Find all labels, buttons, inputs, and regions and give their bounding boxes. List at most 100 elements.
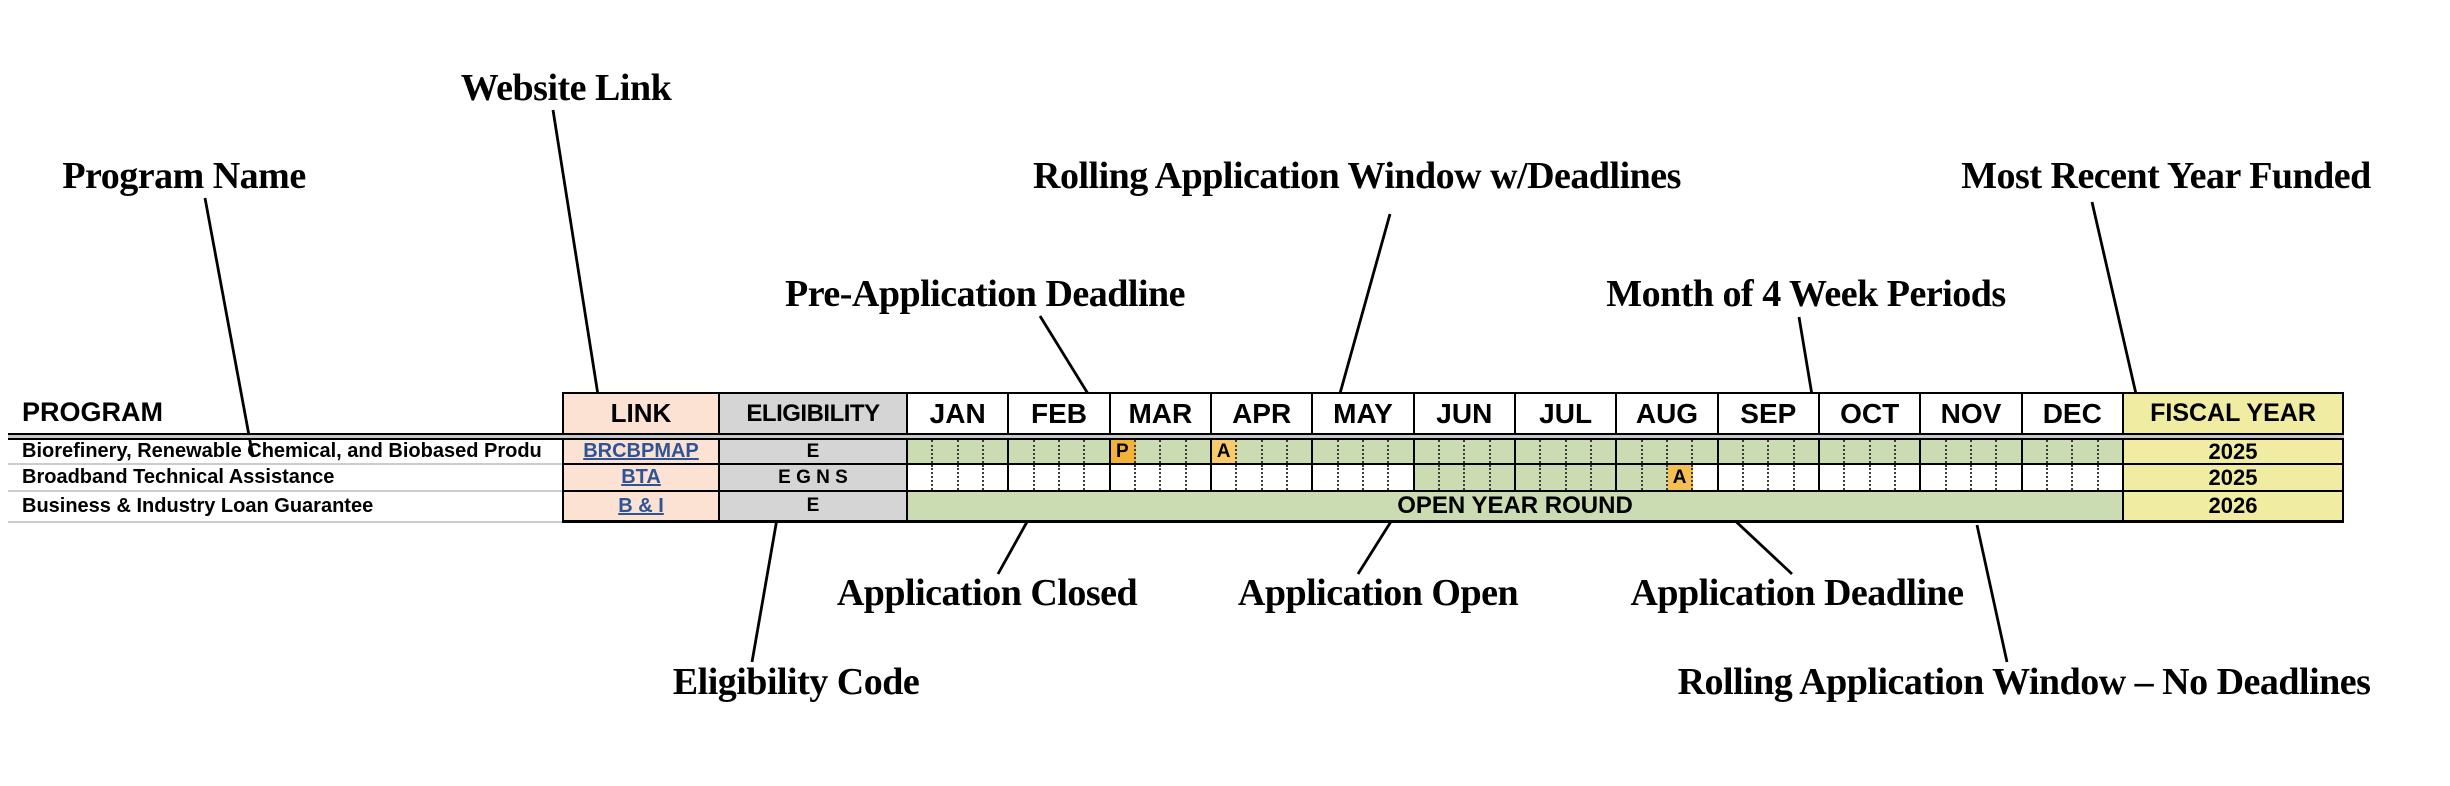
month-cell-oct (1819, 440, 1922, 463)
week-closed (908, 465, 934, 490)
week-open (1161, 440, 1187, 463)
month-cell-mar: P (1110, 440, 1212, 463)
week-closed (1313, 465, 1339, 490)
week-open (1566, 465, 1592, 490)
week-closed (2098, 465, 2122, 490)
week-open (1591, 465, 1616, 490)
week-open (1642, 465, 1668, 490)
week-open (1414, 465, 1440, 490)
eligibility-cell: E (720, 492, 908, 523)
week-closed (1997, 465, 2021, 490)
month-cell-sep (1718, 465, 1820, 490)
week-closed (2022, 465, 2048, 490)
label-eligibility-code: Eligibility Code (672, 661, 920, 703)
week-open (933, 440, 959, 463)
week-open (1541, 440, 1567, 463)
website-link-cell: BRCBPMAP (562, 440, 720, 465)
week-closed (2047, 465, 2074, 490)
month-cell-mar (1110, 465, 1212, 490)
month-cell-may (1313, 465, 1415, 490)
week-closed (1845, 465, 1871, 490)
label-program-name: Program Name (62, 155, 306, 197)
program-link[interactable]: B & I (618, 494, 664, 517)
week-open (2047, 440, 2074, 463)
marker-application-deadline: A (1667, 465, 1694, 490)
program-name-cell: Business & Industry Loan Guarantee (8, 492, 562, 523)
week-open (1591, 440, 1616, 463)
week-closed (1895, 465, 1920, 490)
week-open (1490, 440, 1514, 463)
timeline-row: A (908, 465, 2122, 492)
week-closed (1819, 465, 1846, 490)
program-link[interactable]: BRCBPMAP (583, 440, 699, 462)
marker-pre-application-deadline: P (1110, 440, 1136, 463)
month-header-jun: JUN (1414, 394, 1516, 433)
week-open (1439, 440, 1466, 463)
month-cell-apr (1211, 465, 1314, 490)
week-open (983, 440, 1008, 463)
week-open (2098, 440, 2122, 463)
month-header-jan: JAN (908, 394, 1010, 433)
month-header-dec: DEC (2022, 394, 2122, 433)
month-header-feb: FEB (1009, 394, 1111, 433)
program-name-cell: Biorefinery, Renewable Chemical, and Bio… (8, 440, 562, 465)
week-closed (958, 465, 984, 490)
week-closed (1262, 465, 1288, 490)
week-closed (1363, 465, 1390, 490)
label-application-deadline: Application Deadline (1630, 572, 1964, 614)
week-open (1465, 465, 1491, 490)
week-closed (1085, 465, 1109, 490)
week-open (1541, 465, 1567, 490)
week-open (1085, 440, 1109, 463)
week-closed (1034, 465, 1060, 490)
fiscal-year-cell: 2025 (2122, 440, 2344, 465)
week-open (1009, 440, 1035, 463)
month-cell-dec (2022, 440, 2122, 463)
month-cell-nov (1921, 440, 2023, 463)
week-closed (1921, 465, 1947, 490)
week-closed (1946, 465, 1972, 490)
label-rolling-with-deadlines: Rolling Application Window w/Deadlines (1033, 155, 1681, 197)
week-open (1439, 465, 1466, 490)
week-open (1465, 440, 1491, 463)
eligibility-cell: E G N S (720, 465, 908, 492)
week-open (1997, 440, 2021, 463)
week-closed (1743, 465, 1770, 490)
label-most-recent-year-funded: Most Recent Year Funded (1961, 155, 2371, 197)
week-closed (933, 465, 959, 490)
program-link[interactable]: BTA (621, 466, 661, 488)
program-column-header: PROGRAM (22, 397, 163, 427)
label-month-of-4-week-periods: Month of 4 Week Periods (1606, 273, 2006, 315)
week-closed (1237, 465, 1263, 490)
month-header-sep: SEP (1718, 394, 1820, 433)
week-closed (1186, 465, 1210, 490)
month-cell-jun (1414, 440, 1516, 463)
week-closed (1794, 465, 1818, 490)
week-closed (1769, 465, 1795, 490)
week-open (1819, 440, 1846, 463)
week-open (1262, 440, 1288, 463)
fiscal-year-cell: 2026 (2122, 492, 2344, 523)
week-open (1718, 440, 1744, 463)
month-cell-aug: A (1617, 465, 1719, 490)
week-open (1870, 440, 1896, 463)
week-closed (1693, 465, 1717, 490)
month-cell-sep (1718, 440, 1820, 463)
week-open (1135, 440, 1162, 463)
program-name-line (203, 197, 255, 458)
week-open (1490, 465, 1514, 490)
week-open (1186, 440, 1210, 463)
week-open (1287, 440, 1312, 463)
week-closed (1870, 465, 1896, 490)
eligibility-column-header: ELIGIBILITY (720, 392, 908, 433)
eligibility-cell: E (720, 440, 908, 465)
table-row-broadband: Broadband Technical Assistance BTA E G N… (8, 465, 2344, 492)
week-open (1794, 440, 1818, 463)
week-closed (1211, 465, 1238, 490)
link-column-header: LINK (562, 392, 720, 433)
month-cell-jul (1515, 465, 1618, 490)
week-open (908, 440, 934, 463)
